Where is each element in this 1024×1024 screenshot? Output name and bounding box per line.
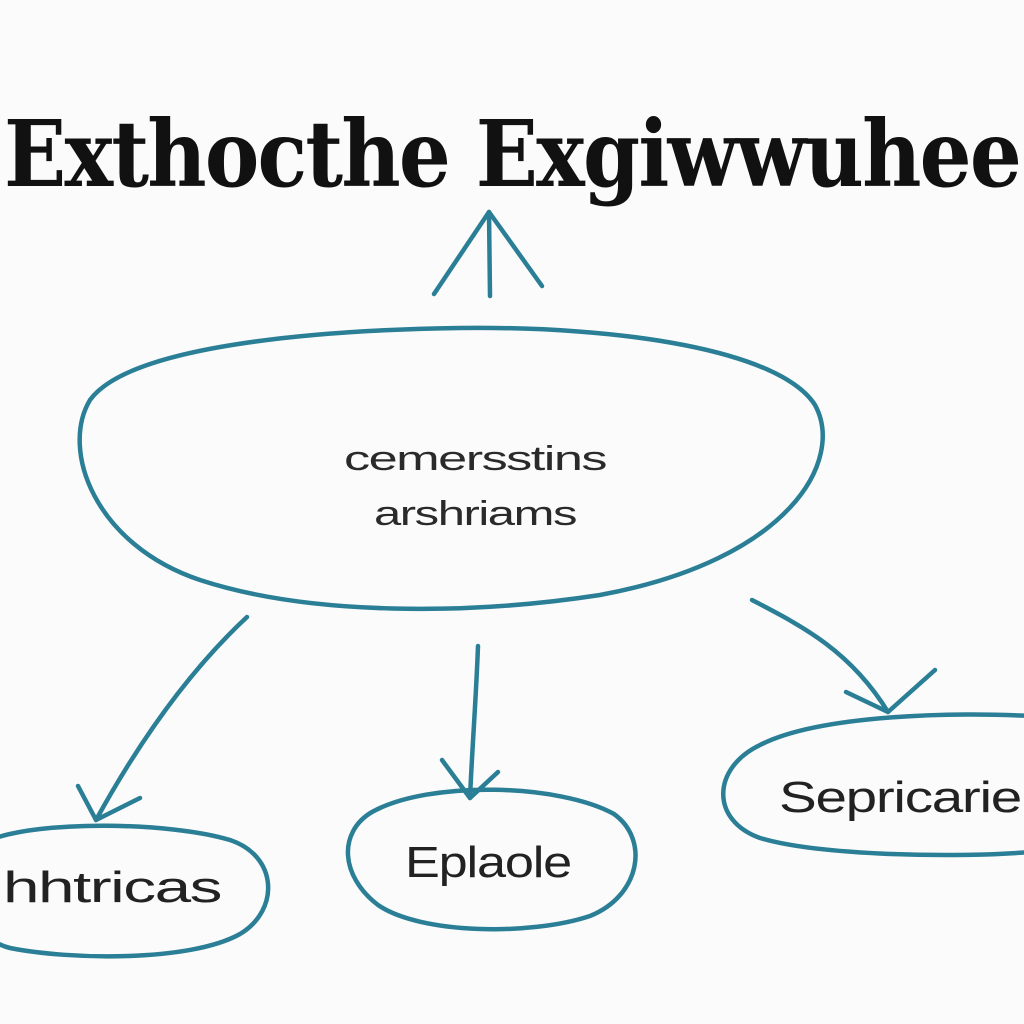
right-node-label: Sepricarie	[779, 773, 1021, 822]
right-node-shape	[721, 712, 1024, 858]
middle-node-label: Eplaole	[405, 838, 571, 887]
central-node-label-line2: arshriams	[374, 495, 576, 533]
central-node-shape	[77, 325, 825, 612]
central-node-label-line1: cemersstins	[344, 440, 606, 478]
diagram-title: Exthocthe Exgiwwuhee	[4, 100, 1020, 208]
middle-arrow	[439, 643, 501, 801]
up-arrow	[431, 209, 545, 299]
left-node-label: hhtricas	[3, 863, 221, 912]
right-arrow	[749, 597, 938, 715]
middle-node-shape	[345, 787, 638, 932]
left-node-shape	[0, 823, 271, 959]
left-arrow	[75, 614, 250, 823]
